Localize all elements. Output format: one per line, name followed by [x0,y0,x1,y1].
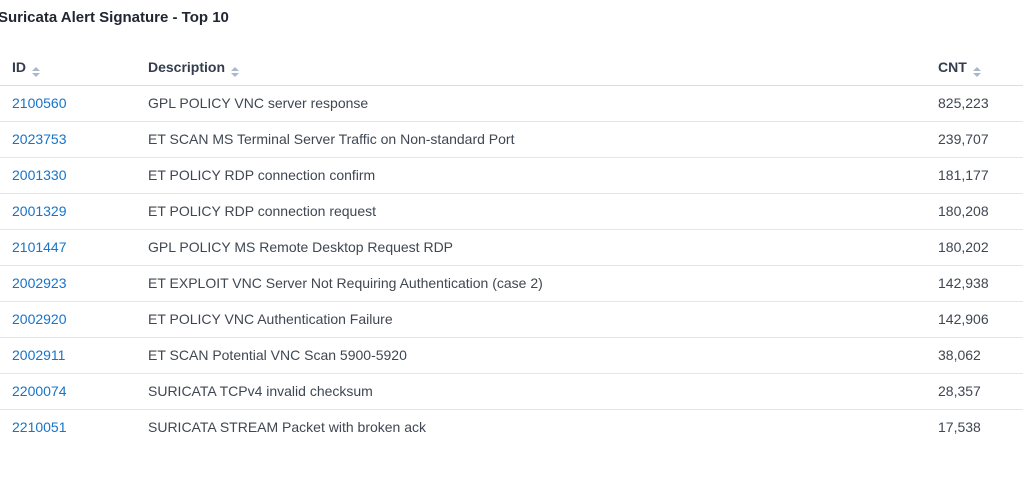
signature-id-link[interactable]: 2001329 [12,203,67,219]
id-cell: 2100560 [0,85,148,122]
description-cell: ET POLICY RDP connection confirm [148,157,938,194]
id-cell: 2101447 [0,229,148,266]
id-cell: 2001329 [0,193,148,230]
table-row: 2101447 GPL POLICY MS Remote Desktop Req… [0,229,1023,266]
table-row: 2002923 ET EXPLOIT VNC Server Not Requir… [0,265,1023,302]
description-cell: ET SCAN MS Terminal Server Traffic on No… [148,121,938,158]
table-row: 2210051 SURICATA STREAM Packet with brok… [0,409,1023,445]
table-row: 2001329 ET POLICY RDP connection request… [0,193,1023,230]
column-header-description-label: Description [148,59,226,76]
description-cell: GPL POLICY MS Remote Desktop Request RDP [148,229,938,266]
id-cell: 2200074 [0,373,148,410]
id-cell: 2023753 [0,121,148,158]
cnt-cell: 38,062 [938,337,1023,374]
column-header-cnt-label: CNT [938,59,967,76]
signature-id-link[interactable]: 2100560 [12,95,67,111]
description-cell: ET SCAN Potential VNC Scan 5900-5920 [148,337,938,374]
id-cell: 2001330 [0,157,148,194]
cnt-cell: 28,357 [938,373,1023,410]
cnt-cell: 181,177 [938,157,1023,194]
signature-id-link[interactable]: 2002911 [12,347,66,363]
cnt-cell: 239,707 [938,121,1023,158]
signature-id-link[interactable]: 2002923 [12,275,67,291]
description-cell: SURICATA TCPv4 invalid checksum [148,373,938,410]
sort-arrows-icon [972,67,981,78]
description-cell: ET EXPLOIT VNC Server Not Requiring Auth… [148,265,938,302]
signature-id-link[interactable]: 2023753 [12,131,67,147]
signature-id-link[interactable]: 2101447 [12,239,67,255]
table-row: 2001330 ET POLICY RDP connection confirm… [0,157,1023,194]
signature-id-link[interactable]: 2210051 [12,419,67,436]
cnt-cell: 180,202 [938,229,1023,266]
column-header-id-label: ID [12,59,26,76]
description-cell: ET POLICY VNC Authentication Failure [148,301,938,338]
sort-arrows-icon [231,67,240,78]
cnt-cell: 17,538 [938,419,981,436]
table-row: 2002920 ET POLICY VNC Authentication Fai… [0,301,1023,338]
suricata-alerts-table: ID Description CNT 2100560 GPL POLICY VN… [0,52,1023,445]
cnt-cell: 142,906 [938,301,1023,338]
table-row: 2200074 SURICATA TCPv4 invalid checksum … [0,373,1023,410]
column-header-cnt[interactable]: CNT [938,52,1023,86]
table-row: 2002911 ET SCAN Potential VNC Scan 5900-… [0,337,1023,374]
cnt-cell: 180,208 [938,193,1023,230]
table-row: 2100560 GPL POLICY VNC server response 8… [0,85,1023,122]
signature-id-link[interactable]: 2001330 [12,167,67,183]
id-cell: 2002923 [0,265,148,302]
table-row: 2023753 ET SCAN MS Terminal Server Traff… [0,121,1023,158]
sort-arrows-icon [32,67,40,78]
id-cell: 2210051 [0,409,148,445]
description-cell: GPL POLICY VNC server response [148,85,938,122]
column-header-description[interactable]: Description [148,52,938,86]
id-cell: 2002920 [0,301,148,338]
signature-id-link[interactable]: 2200074 [12,383,67,399]
description-cell: ET POLICY RDP connection request [148,193,938,230]
cnt-cell: 142,938 [938,265,1023,302]
id-cell: 2002911 [0,337,148,374]
description-cell: SURICATA STREAM Packet with broken ack [148,419,427,436]
table-header: ID Description CNT [0,52,1023,86]
signature-id-link[interactable]: 2002920 [12,311,67,327]
page-title: Suricata Alert Signature - Top 10 [0,9,229,26]
column-header-id[interactable]: ID [0,52,148,86]
table-body: 2100560 GPL POLICY VNC server response 8… [0,85,1023,445]
cnt-cell: 825,223 [938,85,1023,122]
table-header-row: ID Description CNT [0,52,1023,86]
